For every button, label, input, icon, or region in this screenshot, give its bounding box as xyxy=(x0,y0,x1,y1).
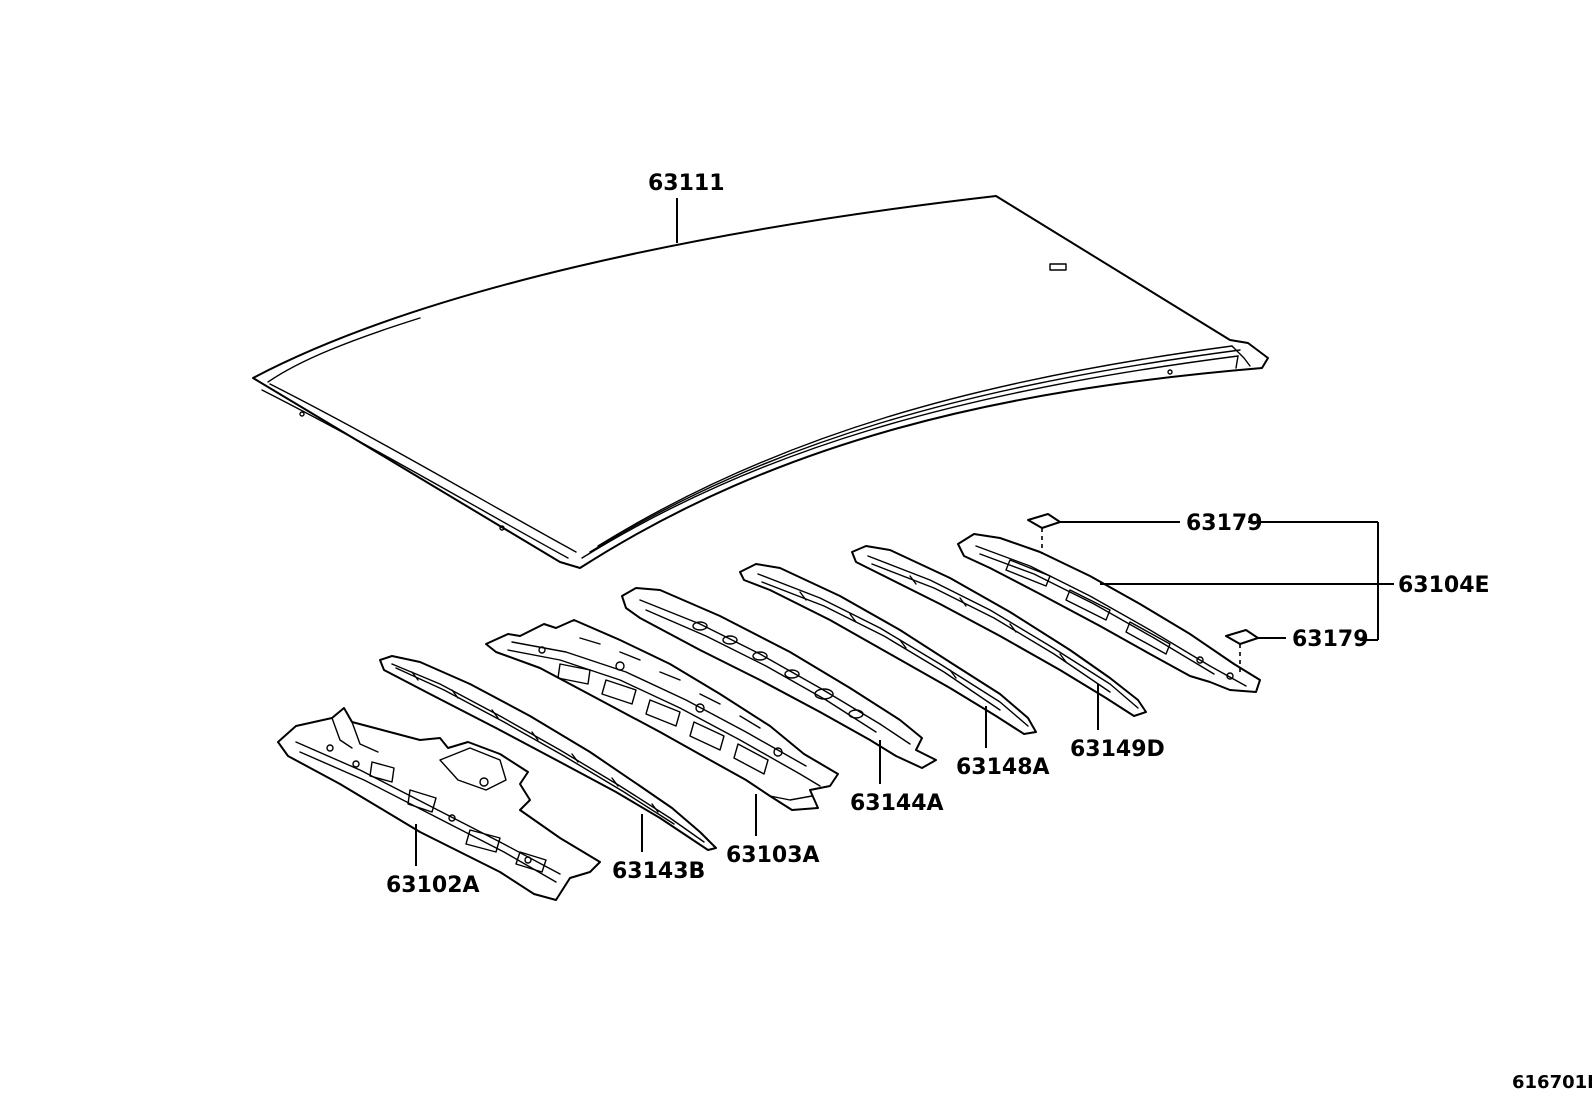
label-63149D: 63149D xyxy=(1070,737,1165,762)
label-63111: 63111 xyxy=(648,171,725,196)
leader-lines xyxy=(415,198,1394,866)
part-labels: 63111 63102A 63143B 63103A 63144A 63148A… xyxy=(386,171,1592,1093)
label-63179-upper: 63179 xyxy=(1186,511,1263,536)
roof-bow-1 xyxy=(379,655,717,851)
roof-reinforcement-center xyxy=(485,619,839,811)
illustration-code: 616701B xyxy=(1512,1072,1592,1093)
roof-reinforcement-front xyxy=(277,707,601,901)
label-63144A: 63144A xyxy=(850,791,944,816)
roof-bow-2 xyxy=(621,587,937,769)
label-63104E: 63104E xyxy=(1398,573,1490,598)
label-63103A: 63103A xyxy=(726,843,820,868)
label-63148A: 63148A xyxy=(956,755,1050,780)
roof-bracket-upper xyxy=(1027,513,1061,554)
label-63179-lower: 63179 xyxy=(1292,627,1369,652)
roof-bow-3 xyxy=(739,563,1037,735)
label-63102A: 63102A xyxy=(386,873,480,898)
roof-bow-4 xyxy=(851,545,1147,717)
roof-reinforcement-rear xyxy=(957,533,1261,693)
roof-panel xyxy=(252,195,1269,569)
label-63143B: 63143B xyxy=(612,859,705,884)
